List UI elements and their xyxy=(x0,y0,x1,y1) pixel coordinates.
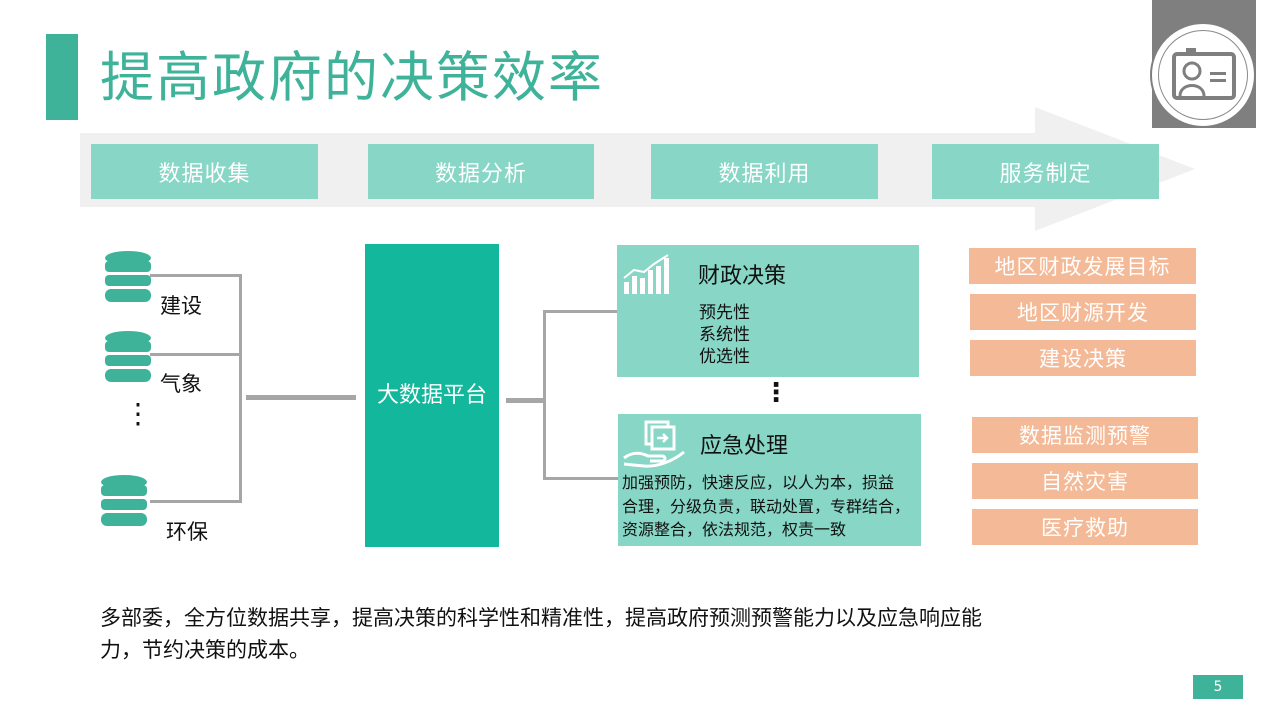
finance-decision-title: 财政决策 xyxy=(698,264,787,289)
finance-item: 系统性 xyxy=(699,325,750,345)
tag-construction-decision: 建设决策 xyxy=(970,340,1196,376)
connector-line xyxy=(239,274,242,503)
page-number: 5 xyxy=(1193,675,1243,699)
emergency-desc-line: 合理，分级负责，联动处置，专群结合， xyxy=(622,497,911,516)
id-card-icon xyxy=(1172,48,1236,100)
connector-line xyxy=(543,310,546,479)
database-icon xyxy=(101,475,147,526)
database-icon xyxy=(105,251,151,302)
summary-text: 多部委，全方位数据共享，提高决策的科学性和精准性，提高政府预测预警能力以及应急响… xyxy=(100,602,1160,666)
panel-ellipsis: ⋮ xyxy=(763,378,789,408)
connector-line xyxy=(150,274,242,277)
tag-natural-disaster: 自然灾害 xyxy=(972,463,1198,499)
emergency-desc-line: 加强预防，快速反应，以人为本，损益 xyxy=(622,473,895,492)
summary-line: 多部委，全方位数据共享，提高决策的科学性和精准性，提高政府预测预警能力以及应急响… xyxy=(100,606,982,630)
source-label-construction: 建设 xyxy=(160,294,202,318)
big-data-platform: 大数据平台 xyxy=(365,244,499,547)
tag-monitoring-warning: 数据监测预警 xyxy=(972,417,1198,453)
corner-badge-ring xyxy=(1158,30,1248,120)
hand-document-icon xyxy=(623,420,685,468)
flow-step-service: 服务制定 xyxy=(932,144,1159,199)
summary-line: 力，节约决策的成本。 xyxy=(100,638,310,662)
connector-line xyxy=(150,500,242,503)
tag-medical-rescue: 医疗救助 xyxy=(972,509,1198,545)
database-icon xyxy=(105,331,151,382)
source-ellipsis: ⋮ xyxy=(124,397,152,430)
bar-chart-icon xyxy=(623,254,669,294)
connector-line xyxy=(506,398,544,403)
connector-line xyxy=(150,353,242,356)
finance-item: 预先性 xyxy=(699,303,750,323)
source-label-weather: 气象 xyxy=(160,372,202,396)
connector-line xyxy=(246,395,356,400)
flow-step-collect: 数据收集 xyxy=(91,144,318,199)
connector-line xyxy=(543,477,618,480)
connector-line xyxy=(543,310,617,313)
tag-regional-finance-goal: 地区财政发展目标 xyxy=(969,248,1196,284)
finance-item: 优选性 xyxy=(699,347,750,367)
page-title: 提高政府的决策效率 xyxy=(100,46,604,109)
emergency-desc-line: 资源整合，依法规范，权责一致 xyxy=(622,520,847,539)
tag-revenue-development: 地区财源开发 xyxy=(970,294,1196,330)
flow-step-analyze: 数据分析 xyxy=(368,144,594,199)
source-label-environment: 环保 xyxy=(166,520,208,544)
emergency-handling-title: 应急处理 xyxy=(700,434,789,459)
title-accent-bar xyxy=(46,34,78,120)
flow-step-utilize: 数据利用 xyxy=(651,144,878,199)
